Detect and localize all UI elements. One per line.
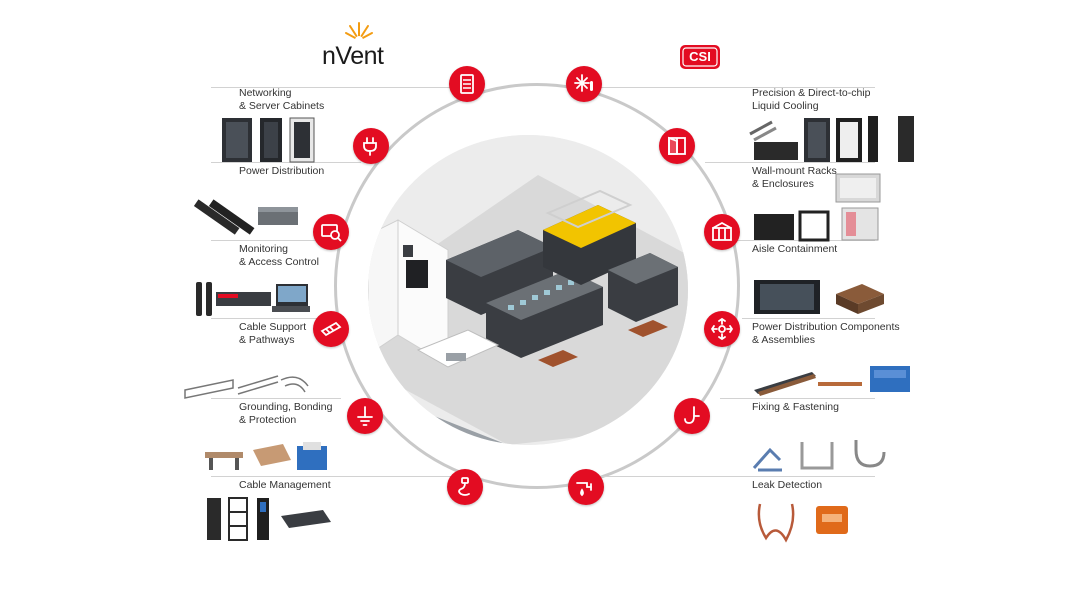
liquid-cooling-image (749, 116, 914, 162)
divider (705, 162, 875, 163)
category-wall-mount-racks: Wall-mount Racks & Enclosures (752, 165, 837, 191)
monitoring-image (196, 282, 310, 316)
category-label: Wall-mount Racks (752, 165, 837, 177)
category-label: & Server Cabinets (239, 100, 325, 112)
category-label: Monitoring (239, 243, 289, 255)
monitor-icon[interactable] (313, 214, 349, 250)
divider (211, 476, 451, 477)
leak-detection-image (757, 503, 848, 543)
divider (742, 318, 875, 319)
category-label: Networking (239, 87, 292, 99)
sunburst-icon (345, 22, 373, 42)
category-aisle-containment: Aisle Containment (752, 243, 837, 256)
aisle-icon[interactable] (704, 214, 740, 250)
nvent-logo: nVent (322, 20, 402, 72)
category-cable-support-pathways: Cable Support & Pathways (239, 321, 306, 347)
csi-logo-text: CSI (689, 49, 711, 64)
divider (600, 476, 875, 477)
category-label: & Pathways (239, 334, 295, 346)
divider (600, 87, 875, 88)
cable-icon[interactable] (447, 469, 483, 505)
category-label: Leak Detection (752, 479, 823, 491)
category-label: & Protection (239, 414, 297, 426)
nvent-logo-text: nVent (322, 42, 384, 70)
category-label: Aisle Containment (752, 243, 838, 255)
server-cabinets-image (222, 117, 315, 163)
grounding-image (205, 442, 327, 470)
csi-logo: CSI (679, 44, 721, 70)
category-grounding-bonding-protection: Grounding, Bonding & Protection (239, 401, 332, 427)
enclosure-icon[interactable] (659, 128, 695, 164)
category-label: Liquid Cooling (752, 100, 819, 112)
aisle-containment-image (754, 280, 884, 314)
plug-icon[interactable] (353, 128, 389, 164)
ecosystem-ring (334, 83, 740, 489)
cable-tray-icon[interactable] (313, 311, 349, 347)
category-label: Cable Support (239, 321, 307, 333)
divider (720, 398, 875, 399)
category-power-distribution-components: Power Distribution Components & Assembli… (752, 321, 900, 347)
containment-pod (543, 189, 636, 285)
category-label: & Access Control (239, 256, 319, 268)
category-label: & Enclosures (752, 178, 814, 190)
category-label: Fixing & Fastening (752, 401, 839, 413)
rack-row (486, 270, 603, 358)
category-label: & Assemblies (752, 334, 816, 346)
datacenter-illustration (368, 135, 688, 445)
divider (211, 318, 326, 319)
cable-tray-image (184, 375, 309, 399)
category-label: Grounding, Bonding (239, 401, 333, 413)
ground-icon[interactable] (347, 398, 383, 434)
category-leak-detection: Leak Detection (752, 479, 822, 492)
power-arrows-icon[interactable] (704, 311, 740, 347)
wall-mount-racks-image (754, 173, 881, 242)
divider (211, 162, 361, 163)
category-networking-server-cabinets: Networking & Server Cabinets (239, 87, 324, 113)
category-label: Power Distribution (239, 165, 325, 177)
fasteners-image (752, 440, 886, 472)
category-precision-liquid-cooling: Precision & Direct-to-chip Liquid Coolin… (752, 87, 870, 113)
pdu-image (193, 199, 298, 235)
divider (211, 240, 331, 241)
cooling-icon[interactable] (566, 66, 602, 102)
server-rack-icon[interactable] (449, 66, 485, 102)
cable-management-image (207, 497, 331, 541)
divider (211, 398, 341, 399)
category-fixing-fastening: Fixing & Fastening (752, 401, 839, 414)
category-monitoring-access-control: Monitoring & Access Control (239, 243, 319, 269)
fastener-icon[interactable] (674, 398, 710, 434)
divider (211, 87, 471, 88)
category-label: Precision & Direct-to-chip (752, 87, 871, 99)
category-label: Power Distribution Components (752, 321, 900, 333)
category-label: Cable Management (239, 479, 331, 491)
leak-icon[interactable] (568, 469, 604, 505)
category-power-distribution: Power Distribution (239, 165, 324, 178)
category-cable-management: Cable Management (239, 479, 331, 492)
power-components-image (754, 366, 910, 396)
